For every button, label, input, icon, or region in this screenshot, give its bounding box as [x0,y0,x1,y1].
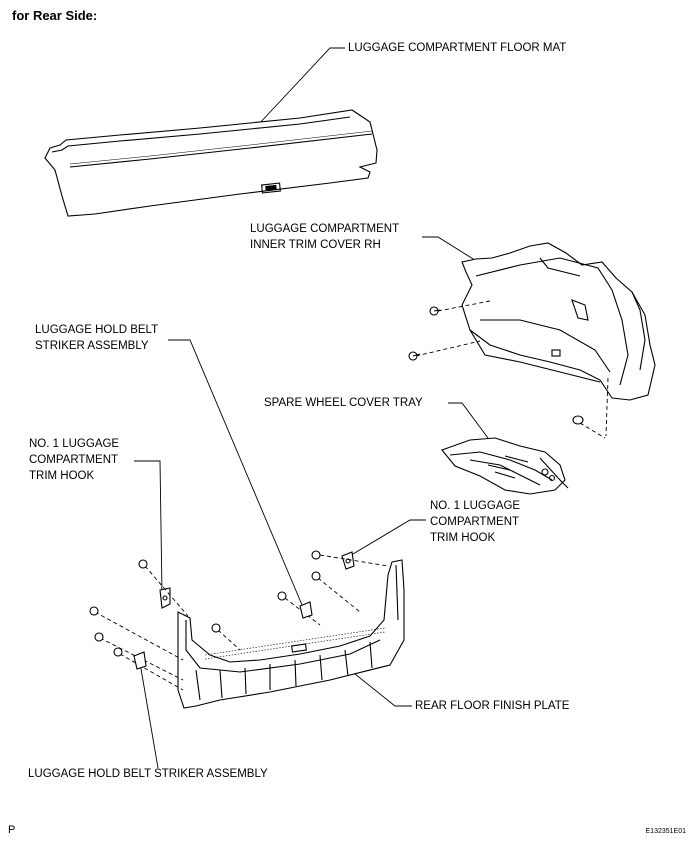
footer-figure-code: E132351E01 [645,828,686,835]
leader-spare-wheel [448,402,489,439]
label-inner-trim-line1: LUGGAGE COMPARTMENT [250,223,400,235]
hook-right-drawing [341,551,355,570]
label-hook-left-line1: NO. 1 LUGGAGE [29,438,120,450]
label-spare-wheel: SPARE WHEEL COVER TRAY [264,397,423,409]
label-hook-right-line3: TRIM HOOK [430,532,496,544]
leader-belt-striker-bottom [139,662,159,769]
inner-trim-clips [408,306,584,425]
label-hook-right-line2: COMPARTMENT [430,516,520,528]
floor-mat-drawing [44,109,378,217]
leader-finish-plate [344,665,412,707]
inner-trim-fasteners [415,300,609,439]
leader-hook-right [347,519,426,558]
finish-plate-fasteners-dashed [94,554,389,691]
label-belt-striker-top-line2: STRIKER ASSEMBLY [35,340,149,352]
leader-inner-trim [422,236,479,263]
leader-floor-mat [257,47,345,126]
leader-belt-striker-top [168,339,306,613]
label-floor-mat: LUGGAGE COMPARTMENT FLOOR MAT [348,42,567,54]
label-hook-right-line1: NO. 1 LUGGAGE [430,500,521,512]
label-hook-left-line2: COMPARTMENT [29,454,119,466]
leader-lines [134,47,489,769]
page-title: for Rear Side: [12,8,98,23]
spare-wheel-tray-drawing [441,437,569,495]
label-inner-trim-line2: INNER TRIM COVER RH [250,239,381,251]
label-finish-plate: REAR FLOOR FINISH PLATE [415,700,570,712]
finish-plate-screws [89,550,321,657]
label-belt-striker-bottom: LUGGAGE HOLD BELT STRIKER ASSEMBLY [28,768,268,780]
leader-hook-left [134,460,163,595]
label-hook-left-line3: TRIM HOOK [29,470,95,482]
hook-left-drawing [159,587,171,609]
finish-plate-drawing [177,559,405,709]
label-belt-striker-top-line1: LUGGAGE HOLD BELT [35,324,159,336]
belt-striker-parts [133,601,313,670]
footer-page-marker: P [8,824,16,836]
inner-trim-cover-drawing [461,242,656,401]
